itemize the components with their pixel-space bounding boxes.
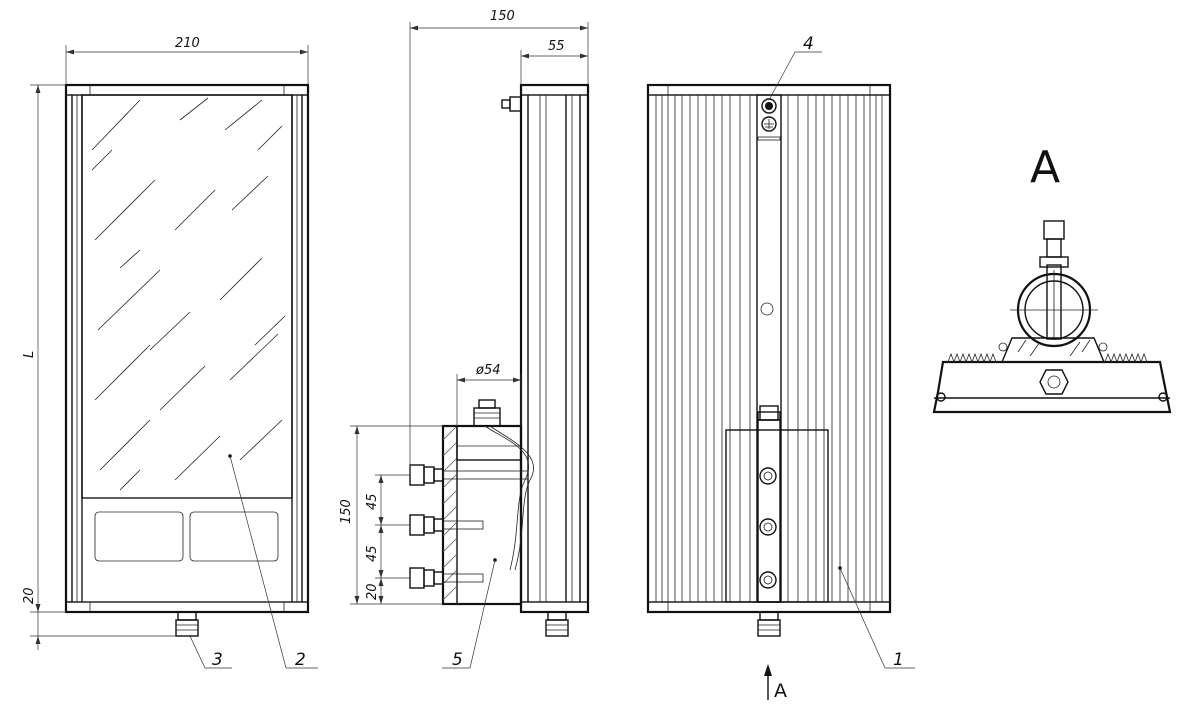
leader-label-housing: 1 [893,650,904,670]
cable-gland-front [175,611,199,637]
dim-bolt-pitch-2: 45 [365,545,380,562]
leader-label-bracket: 5 [452,650,463,670]
ground-terminal [757,98,781,141]
dim-side-depth: 55 [548,39,565,54]
rear-view: A [646,83,892,702]
dim-bolt-pitch-1: 45 [365,493,380,510]
front-view [64,83,310,637]
dim-side-total: 150 [490,9,515,24]
view-arrow-label: A [774,680,787,702]
leader-label-cable-gland: 3 [212,650,223,670]
side-dimensions: 150 55 ø54 150 45 45 20 [339,9,589,605]
side-view [409,83,590,637]
view-a: A [932,142,1172,414]
front-dimensions: 210 L 20 [22,36,309,650]
glass-panel [81,94,293,499]
rear-bolts [759,467,777,589]
dim-bottom-offset: 20 [365,583,380,600]
dim-front-height: L [22,351,37,358]
bolt-3 [409,567,484,589]
bracket [409,399,534,606]
leader-label-ground-terminal: 4 [803,34,814,54]
dim-front-width: 210 [175,36,200,51]
leader-label-glass: 2 [295,650,306,670]
leaders: 1 2 3 4 5 [189,34,915,670]
bolt-1 [409,464,529,486]
dim-bracket-height: 150 [339,499,354,524]
dim-gland-offset: 20 [22,587,37,604]
dim-bracket-diameter: ø54 [475,363,501,378]
view-a-label: A [1030,142,1060,193]
